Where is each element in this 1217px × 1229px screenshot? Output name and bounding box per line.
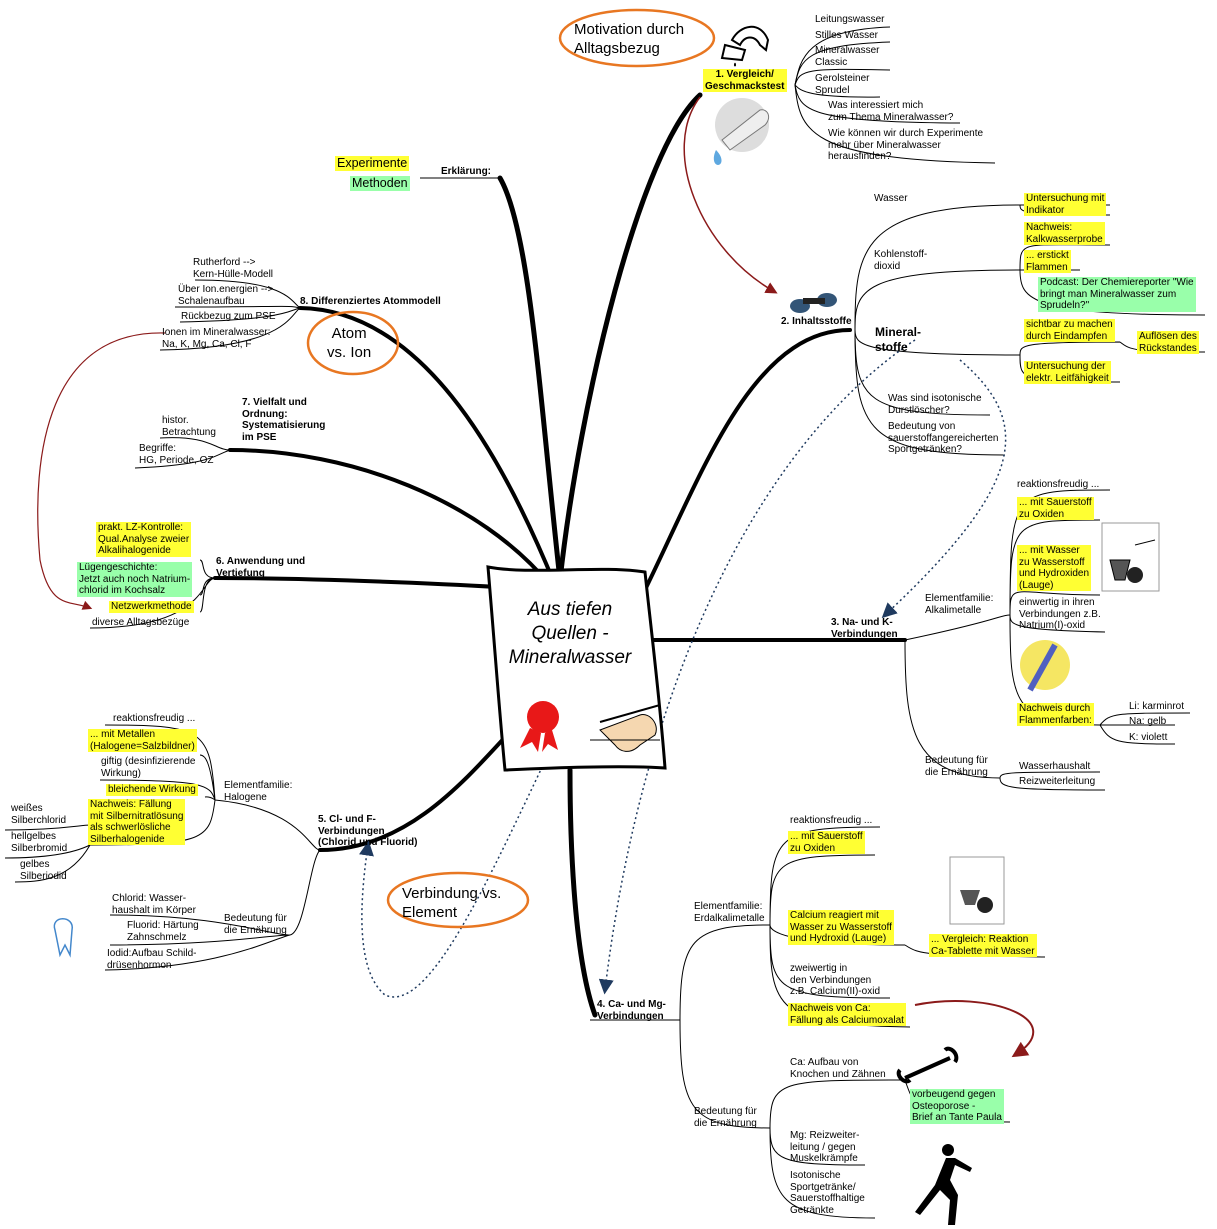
binoculars-icon [790,293,837,313]
branch2-mineral: Mineral- stoffe [875,325,922,354]
tooth-icon [53,918,73,958]
branch3-reizweiter: Reizweiterleitung [1019,776,1096,787]
branch2-mineral-box2: Untersuchung der elektr. Leitfähigkeit [1024,361,1111,384]
callout-motivation: Motivation durch Alltagsbezug [574,21,685,57]
branch3-na: Na: gelb [1129,716,1167,727]
branch6-box3: Netzwerkmethode [109,601,194,613]
branch4-osteo: vorbeugend gegen Osteoporose - Brief an … [910,1089,1004,1124]
branch8-title: 8. Differenziertes Atommodell [300,296,441,307]
branch5-nachweis: Nachweis: Fällung mit Silbernitratlösung… [88,799,186,845]
branch2-title: 2. Inhaltsstoffe [781,316,852,327]
branch2-mineral-box1b: Auflösen des Rückstandes [1137,331,1199,354]
branch5-chlorid: Chlorid: Wasser- haushalt im Körper [112,893,196,916]
branch2-question-1: Was sind isotonische Durstlöscher? [888,393,982,416]
branch4-nachweis: Nachweis von Ca: Fällung als Calciumoxal… [788,1003,906,1026]
branch5-title: 5. Cl- und F- Verbindungen (Chlorid und … [318,814,418,848]
branch3-einwertig: einwertig in ihren Verbindungen z.B. Nat… [1019,597,1101,631]
branch4-reaktion: reaktionsfreudig ... [790,815,873,826]
branch1-question-2: Wie können wir durch Experimente mehr üb… [828,128,984,162]
branch4-iso: Isotonische Sportgetränke/ Sauerstoffhal… [790,1170,865,1216]
erklaerung-experimente: Experimente [335,156,410,171]
branch5-hellgelb: hellgelbes Silberbromid [11,831,68,854]
branch4-zweiwertig: zweiwertig in den Verbindungen z.B. Calc… [790,963,881,997]
branch1-item-2: Stilles Wasser [815,30,878,41]
branch3-title: 3. Na- und K- Verbindungen [831,617,898,640]
branch1-question-1: Was interessiert mich zum Thema Mineralw… [828,100,954,123]
branch3-k: K: violett [1129,732,1168,743]
branch1-title: 1. Vergleich/ Geschmackstest [703,69,787,92]
branch2-kohlen-box2: ... erstickt Flammen [1024,250,1071,273]
branch8-rutherford: Rutherford --> Kern-Hülle-Modell [193,257,274,280]
branch5-reaktion: reaktionsfreudig ... [113,713,196,724]
branch3-flammen: Nachweis durch Flammenfarben: [1017,703,1094,726]
callout-verbindung-element: Verbindung vs. Element [402,885,502,921]
seal-icon [527,701,559,733]
branch2-question-2: Bedeutung von sauerstoffangereicherten S… [888,421,999,455]
branch3-box1: ... mit Sauerstoff zu Oxiden [1017,497,1094,520]
experiment-drawing-icon-2 [949,856,1005,925]
branch4-box2: Calcium reagiert mit Wasser zu Wassersto… [788,910,894,945]
branch2-wasser-box: Untersuchung mit Indikator [1024,193,1107,216]
branch6-alltag: diverse Alltagsbezüge [92,617,190,628]
branch4-family: Elementfamilie: Erdalkalimetalle [694,901,765,924]
branch5-bedeutung: Bedeutung für die Ernährung [224,913,287,936]
branch5-giftig: giftig (desinfizierende Wirkung) [101,756,196,779]
branch4-bedeutung: Bedeutung für die Ernährung [694,1106,757,1129]
branch4-mg: Mg: Reizweiter- leitung / gegen Muskelkr… [790,1130,860,1164]
branch8-pse: Rückbezug zum PSE [181,311,276,322]
branch2-kohlen: Kohlenstoff- dioxid [874,249,928,272]
erklaerung-methoden: Methoden [350,176,410,191]
branch8-ionen: Ionen im Mineralwasser: Na, K, Mg, Ca, C… [162,327,271,350]
branch3-wasserhaushalt: Wasserhaushalt [1019,761,1091,772]
callout-atom-ion: Atom vs. Ion [327,325,372,361]
branch2-kohlen-box1: Nachweis: Kalkwasserprobe [1024,222,1105,245]
bone-icon [896,1046,959,1084]
branch8-ion: Über Ion.energien --> Schalenaufbau [178,284,274,307]
pictures [53,25,1160,1225]
branch6-title: 6. Anwendung und Vertiefung [216,556,306,579]
branch3-li: Li: karminrot [1129,701,1185,712]
central-title: Aus tiefen Quellen - Mineralwasser [508,599,632,668]
branch5-weiss: weißes Silberchlorid [11,803,67,826]
orange-callouts [306,8,716,929]
branch5-fluorid: Fluorid: Härtung Zahnschmelz [127,920,199,943]
branch4-ca: Ca: Aufbau von Knochen und Zähnen [790,1057,886,1080]
branch3-bedeutung: Bedeutung für die Ernährung [925,755,988,778]
branch7-histor: histor. Betrachtung [162,415,216,438]
main-branches [213,92,907,1018]
branch3-reaktion: reaktionsfreudig ... [1017,479,1100,490]
flame-color-icon [1020,640,1070,692]
branch6-box1: prakt. LZ-Kontrolle: Qual.Analyse zweier… [96,522,192,557]
sub-connectors [4,26,1206,1219]
branch3-family: Elementfamilie: Alkalimetalle [925,593,994,616]
erklaerung-title: Erklärung: [441,166,492,177]
branch1-item-3: Mineralwasser Classic [815,45,880,68]
branch1-item-1: Leitungswasser [815,14,885,25]
branch5-bleich: bleichende Wirkung [106,784,198,796]
water-tap-icon [720,25,770,67]
branch1-item-4: Gerolsteiner Sprudel [815,73,870,96]
branch2-podcast: Podcast: Der Chemiereporter "Wie bringt … [1038,277,1196,312]
branch2-wasser: Wasser [874,193,908,204]
branch4-box2b: ... Vergleich: Reaktion Ca-Tablette mit … [929,934,1037,957]
branch4-title: 4. Ca- und Mg- Verbindungen [597,999,666,1022]
branch5-iodid: Iodid:Aufbau Schild- drüsenhormon [107,948,197,971]
red-arrows [37,96,1035,1058]
branch7-begriffe: Begriffe: HG, Periode, OZ [139,443,214,466]
branch3-box2: ... mit Wasser zu Wasserstoff und Hydrox… [1017,545,1092,591]
branch4-box1: ... mit Sauerstoff zu Oxiden [788,831,865,854]
branch5-box1: ... mit Metallen (Halogene=Salzbildner) [88,729,197,752]
branch5-family: Elementfamilie: Halogene [224,780,293,803]
branch7-title: 7. Vielfalt und Ordnung: Systematisierun… [242,397,326,443]
blue-dotted-arrows [359,339,1007,998]
central-paper [486,565,667,772]
experiment-drawing-icon [1101,522,1160,592]
branch5-gelb: gelbes Silberiodid [20,859,67,882]
branch2-mineral-box1: sichtbar zu machen durch Eindampfen [1024,319,1115,342]
branch6-box2: Lügengeschichte: Jetzt auch noch Natrium… [77,562,193,597]
runner-icon [915,1144,972,1225]
water-bottle-icon [713,98,770,165]
